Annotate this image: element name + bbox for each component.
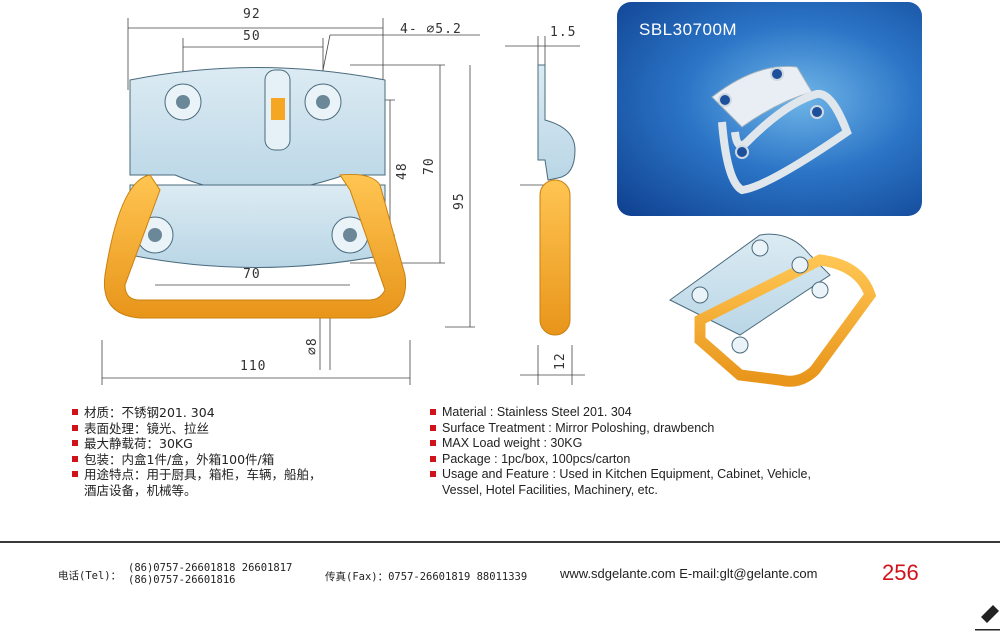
spec-en-text: Surface Treatment : Mirror Poloshing, dr… bbox=[442, 420, 715, 435]
spec-cn-item: 表面处理：镜光、拉丝 bbox=[72, 421, 322, 437]
spec-en-item-continued: Vessel, Hotel Facilities, Machinery, etc… bbox=[430, 483, 811, 499]
bullet-icon bbox=[430, 409, 436, 415]
dim-92: 92 bbox=[243, 7, 261, 22]
spec-en-item: Surface Treatment : Mirror Poloshing, dr… bbox=[430, 421, 811, 437]
bullet-icon bbox=[430, 424, 436, 431]
bullet-icon bbox=[72, 424, 78, 431]
bullet-icon bbox=[72, 409, 78, 415]
spec-cn-item: 材质：不锈钢201. 304 bbox=[72, 405, 322, 421]
isometric-render bbox=[669, 233, 877, 387]
specs-chinese: 材质：不锈钢201. 304 表面处理：镜光、拉丝 最大静载荷：30KG 包装：… bbox=[72, 405, 322, 498]
spec-cn-text: 酒店设备，机械等。 bbox=[84, 482, 197, 498]
page-number: 256 bbox=[882, 560, 919, 585]
footer: 电话(Tel)： (86)0757-26601818 26601817 (86)… bbox=[0, 560, 1000, 600]
front-view bbox=[103, 67, 407, 319]
dim-holes: 4- ∅5.2 bbox=[400, 22, 462, 37]
spec-cn-item-continued: 酒店设备，机械等。 bbox=[72, 483, 322, 499]
spec-cn-text: 材质：不锈钢201. 304 bbox=[84, 405, 215, 420]
website-email: www.sdgelante.com E-mail:glt@gelante.com bbox=[560, 566, 818, 581]
tel-label: 电话(Tel)： bbox=[58, 570, 122, 582]
spec-en-text: MAX Load weight : 30KG bbox=[442, 436, 583, 450]
bullet-icon bbox=[72, 471, 78, 477]
spec-en-text: Usage and Feature : Used in Kitchen Equi… bbox=[442, 467, 811, 481]
spec-cn-item: 最大静载荷：30KG bbox=[72, 436, 322, 452]
spec-en-text: Material : Stainless Steel 201. 304 bbox=[442, 405, 632, 419]
bullet-icon bbox=[72, 455, 78, 462]
bullet-icon bbox=[430, 471, 436, 477]
spec-en-text: Package : 1pc/box, 100pcs/carton bbox=[442, 451, 631, 466]
product-photo bbox=[711, 65, 852, 195]
spec-en-item: Material : Stainless Steel 201. 304 bbox=[430, 405, 811, 421]
dim-110: 110 bbox=[240, 359, 266, 374]
product-photo-panel: SBL30700M bbox=[617, 2, 922, 216]
spec-cn-item: 包装：内盒1件/盒，外箱100件/箱 bbox=[72, 452, 322, 468]
spec-en-item: MAX Load weight : 30KG bbox=[430, 436, 811, 452]
corner-crop-mark bbox=[975, 605, 1000, 631]
spec-en-item: Package : 1pc/box, 100pcs/carton bbox=[430, 452, 811, 468]
dim-8: ∅8 bbox=[305, 337, 320, 355]
fax: 传真(Fax)：0757-26601819 88011339 bbox=[325, 571, 528, 583]
dim-70-vertical: 70 bbox=[422, 157, 437, 175]
specs-english: Material : Stainless Steel 201. 304 Surf… bbox=[430, 405, 811, 498]
tel-line-1: (86)0757-26601818 26601817 bbox=[128, 562, 293, 574]
dim-70-horizontal: 70 bbox=[243, 267, 261, 282]
bullet-icon bbox=[430, 440, 436, 446]
spec-cn-text: 用途特点：用于厨具，箱柜，车辆，船舶， bbox=[84, 467, 322, 482]
technical-drawing: 92 50 4- ∅5.2 70 110 48 70 95 ∅8 1.5 12 bbox=[101, 7, 877, 387]
product-title: SBL30700M bbox=[639, 20, 738, 39]
spec-cn-item: 用途特点：用于厨具，箱柜，车辆，船舶， bbox=[72, 467, 322, 483]
tel-line-2: (86)0757-26601816 bbox=[128, 574, 236, 586]
bullet-icon bbox=[430, 455, 436, 462]
spec-en-text: Vessel, Hotel Facilities, Machinery, etc… bbox=[442, 482, 658, 497]
spec-cn-text: 表面处理：镜光、拉丝 bbox=[84, 420, 210, 436]
dim-12: 12 bbox=[553, 352, 568, 370]
footer-divider bbox=[0, 541, 1000, 543]
dim-95: 95 bbox=[452, 192, 467, 210]
spec-cn-text: 包装：内盒1件/盒，外箱100件/箱 bbox=[84, 451, 275, 467]
side-view bbox=[537, 64, 576, 336]
bullet-icon bbox=[72, 440, 78, 446]
spec-en-item: Usage and Feature : Used in Kitchen Equi… bbox=[430, 467, 811, 483]
dim-48: 48 bbox=[395, 162, 410, 180]
spec-cn-text: 最大静载荷：30KG bbox=[84, 436, 193, 451]
dim-1-5: 1.5 bbox=[550, 25, 576, 40]
dim-50: 50 bbox=[243, 29, 261, 44]
